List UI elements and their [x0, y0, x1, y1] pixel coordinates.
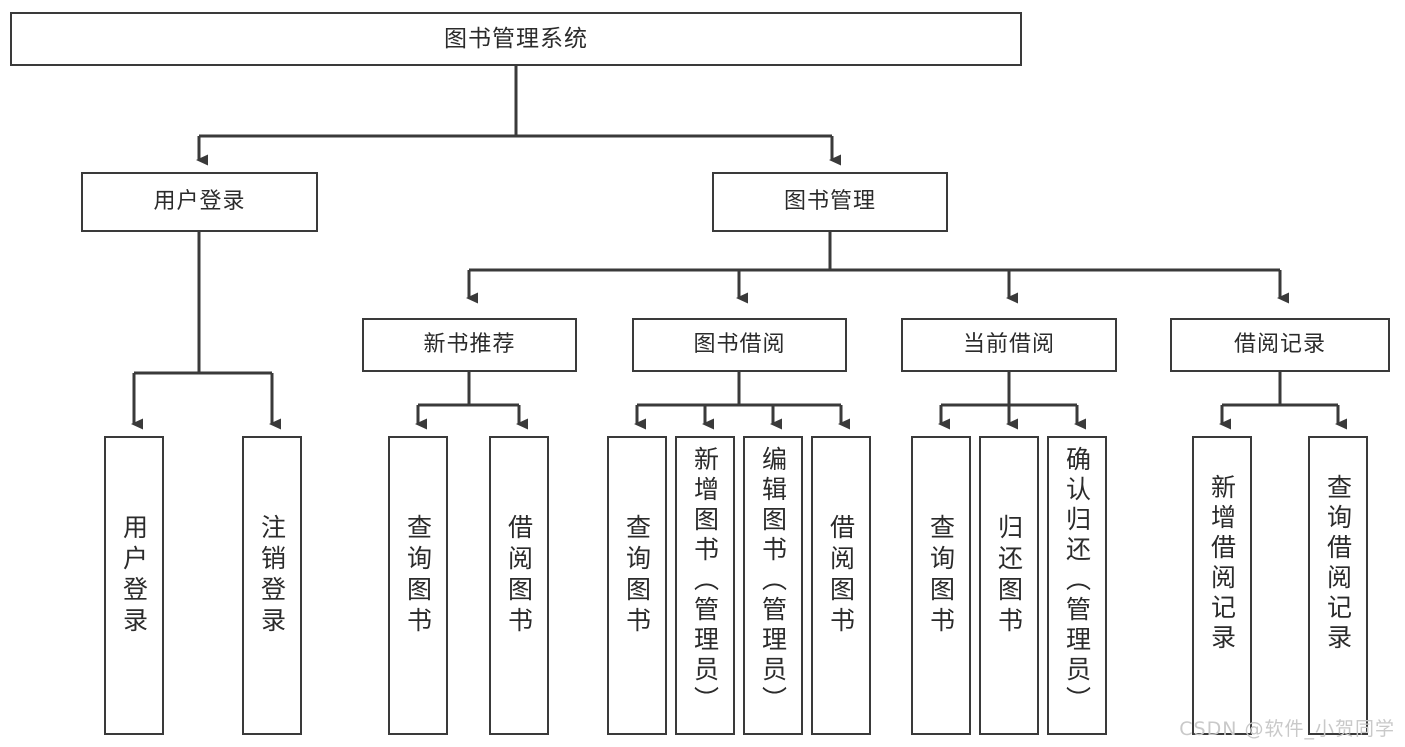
node-label: 借阅图书 — [826, 514, 856, 638]
node-label: 借阅图书 — [504, 514, 534, 638]
leaf-query-book-new-rec[interactable]: 查询图书 — [388, 436, 448, 735]
node-borrow-record[interactable]: 借阅记录 — [1170, 318, 1390, 372]
node-label: 归还图书 — [994, 514, 1024, 638]
node-label: 新增图书（管理员） — [690, 446, 720, 716]
leaf-borrow-book-borrow[interactable]: 借阅图书 — [811, 436, 871, 735]
node-label: 新书推荐 — [423, 332, 516, 358]
leaf-borrow-book-new-rec[interactable]: 借阅图书 — [489, 436, 549, 735]
node-label: 借阅记录 — [1233, 332, 1326, 358]
node-current-borrow[interactable]: 当前借阅 — [901, 318, 1117, 372]
node-label: 编辑图书（管理员） — [758, 446, 788, 716]
leaf-return-book[interactable]: 归还图书 — [979, 436, 1039, 735]
leaf-add-book-admin[interactable]: 新增图书（管理员） — [675, 436, 735, 735]
node-label: 确认归还（管理员） — [1062, 446, 1092, 716]
node-label: 查询图书 — [403, 514, 433, 638]
node-label: 查询借阅记录 — [1323, 474, 1353, 654]
node-label: 用户登录 — [119, 514, 149, 638]
leaf-logout-login[interactable]: 注销登录 — [242, 436, 302, 735]
node-label: 用户登录 — [153, 189, 246, 215]
node-root-book-management-system[interactable]: 图书管理系统 — [10, 12, 1022, 66]
leaf-edit-book-admin[interactable]: 编辑图书（管理员） — [743, 436, 803, 735]
node-label: 注销登录 — [257, 514, 287, 638]
leaf-query-book-current[interactable]: 查询图书 — [911, 436, 971, 735]
node-label: 图书管理系统 — [444, 25, 588, 52]
leaf-add-borrow-record[interactable]: 新增借阅记录 — [1192, 436, 1252, 735]
node-label: 当前借阅 — [962, 332, 1055, 358]
node-new-book-recommendation[interactable]: 新书推荐 — [362, 318, 577, 372]
node-book-borrow[interactable]: 图书借阅 — [632, 318, 847, 372]
node-label: 查询图书 — [622, 514, 652, 638]
watermark-text: CSDN @软件_小贺同学 — [1179, 718, 1395, 740]
leaf-query-book-borrow[interactable]: 查询图书 — [607, 436, 667, 735]
node-label: 新增借阅记录 — [1207, 474, 1237, 654]
leaf-query-borrow-record[interactable]: 查询借阅记录 — [1308, 436, 1368, 735]
node-book-management[interactable]: 图书管理 — [712, 172, 948, 232]
node-label: 图书管理 — [783, 189, 876, 215]
node-label: 图书借阅 — [693, 332, 786, 358]
leaf-confirm-return-admin[interactable]: 确认归还（管理员） — [1047, 436, 1107, 735]
node-label: 查询图书 — [926, 514, 956, 638]
node-user-login[interactable]: 用户登录 — [81, 172, 318, 232]
leaf-user-login[interactable]: 用户登录 — [104, 436, 164, 735]
